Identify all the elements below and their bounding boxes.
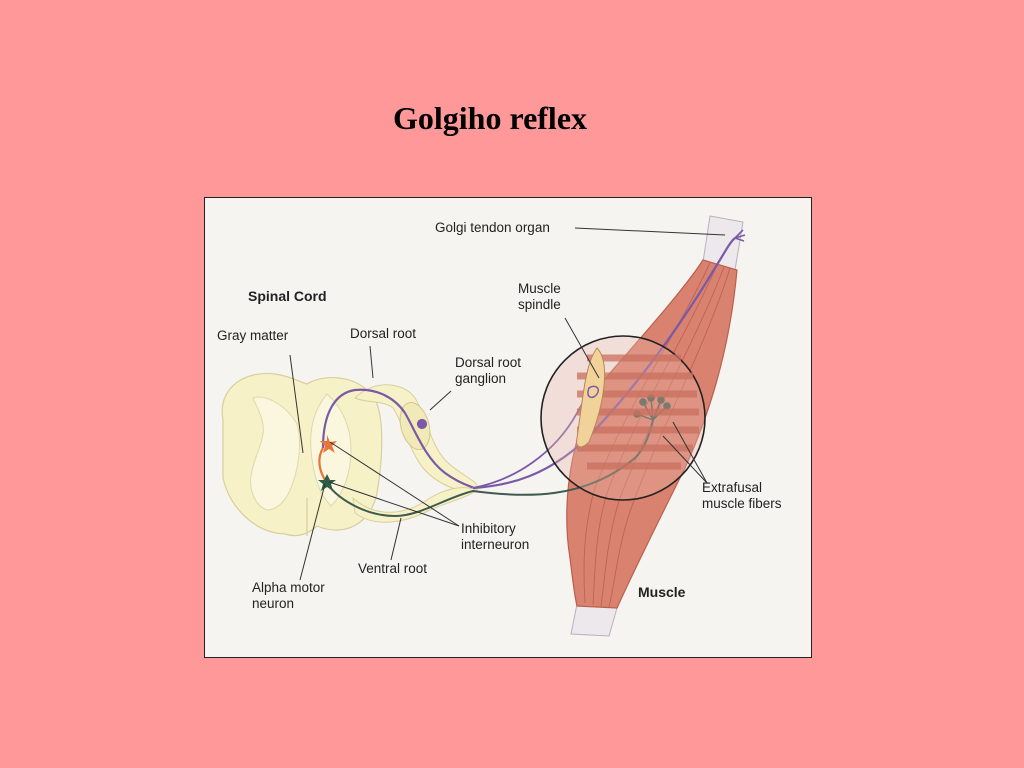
label-muscle: Muscle [638, 584, 686, 600]
label-golgi-tendon-organ: Golgi tendon organ [435, 220, 550, 235]
muscle [566, 215, 744, 637]
golgi-reflex-diagram: Spinal Cord Gray matter Dorsal root Dors… [204, 197, 812, 658]
dorsal-root-ganglion [399, 402, 431, 450]
gray-matter [250, 396, 300, 511]
label-dorsal-root-ganglion: Dorsal root ganglion [455, 355, 522, 386]
alpha-motor-neuron [318, 474, 336, 491]
label-ventral-root: Ventral root [358, 561, 428, 576]
ventral-root [352, 487, 478, 523]
label-gray-matter: Gray matter [217, 328, 289, 343]
label-extrafusal-muscle-fibers: Extrafusal muscle fibers [702, 480, 782, 511]
label-dorsal-root: Dorsal root [350, 326, 417, 341]
label-alpha-motor-neuron: Alpha motor neuron [252, 580, 325, 611]
label-muscle-spindle: Muscle spindle [518, 281, 561, 312]
diagram-canvas [221, 215, 746, 637]
muscle-lower-tendon [570, 603, 618, 637]
leader-lines [289, 227, 726, 581]
inhibitory-interneuron [318, 435, 337, 481]
label-spinal-cord: Spinal Cord [248, 288, 327, 304]
slide-title: Golgiho reflex [392, 100, 588, 136]
label-inhibitory-interneuron: Inhibitory interneuron [461, 521, 530, 552]
magnified-region [540, 335, 706, 501]
